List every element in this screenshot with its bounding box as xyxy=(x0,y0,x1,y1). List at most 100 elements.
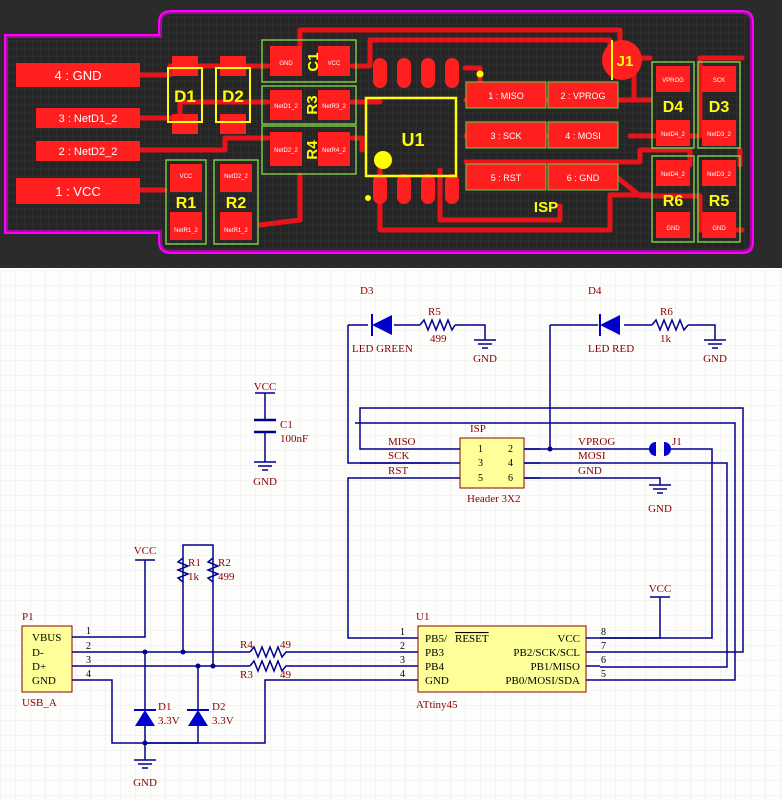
pcb-r2-label: R2 xyxy=(226,195,247,212)
schematic-d4: D4 LED RED xyxy=(588,285,634,355)
d2-ref: D2 xyxy=(212,701,225,713)
svg-text:2: 2 xyxy=(86,641,91,652)
isp-gnd-label: GND xyxy=(648,503,672,515)
isp-pad-3: 3 : SCK xyxy=(490,131,521,141)
net-miso: MISO xyxy=(388,436,416,448)
svg-text:4: 4 xyxy=(86,669,91,680)
svg-text:3: 3 xyxy=(86,655,91,666)
gnd-symbol-r5: GND xyxy=(473,339,497,365)
svg-text:PB2/SCK/SCL: PB2/SCK/SCL xyxy=(513,647,580,659)
svg-text:PB1/MISO: PB1/MISO xyxy=(530,661,580,673)
d4-ref: D4 xyxy=(588,285,602,297)
d2-value: 3.3V xyxy=(212,715,234,727)
pcb-u1: U1 xyxy=(364,58,459,204)
isp-ref: ISP xyxy=(470,423,486,435)
svg-text:NetD4_2: NetD4_2 xyxy=(661,132,685,138)
pcb-d4: VPROG NetD4_2 D4 xyxy=(651,61,695,149)
pcb-view: 4 : GND 3 : NetD1_2 2 : NetD2_2 1 : VCC … xyxy=(0,0,782,268)
svg-text:GND: GND xyxy=(425,675,449,687)
isp-pad-2: 2 : VPROG xyxy=(560,91,605,101)
isp-pad-5: 5 : RST xyxy=(491,173,522,183)
c1-vcc-label: VCC xyxy=(254,381,277,393)
svg-text:D+: D+ xyxy=(32,661,46,673)
svg-text:1: 1 xyxy=(400,627,405,638)
svg-text:VCC: VCC xyxy=(328,61,341,67)
pcb-d2: D2 xyxy=(215,56,251,134)
svg-text:6: 6 xyxy=(601,655,606,666)
edge-pad-netd1 xyxy=(36,108,140,128)
d1-ref: D1 xyxy=(158,701,171,713)
pcb-j1-label: J1 xyxy=(617,53,634,70)
pcb-c1: GND VCC C1 xyxy=(261,39,357,83)
svg-text:NetR1_2: NetR1_2 xyxy=(174,228,198,234)
svg-text:NetD2_2: NetD2_2 xyxy=(274,148,298,154)
schematic-r4: R4 49 xyxy=(240,639,292,660)
d4-name: LED RED xyxy=(588,343,634,355)
net-sck: SCK xyxy=(388,450,409,462)
net-rst: RST xyxy=(388,465,408,477)
pcb-d2-label: D2 xyxy=(222,87,244,106)
pcb-d3-label: D3 xyxy=(709,99,730,116)
edge-pad-vcc xyxy=(16,178,140,204)
schematic-junctions xyxy=(142,446,553,746)
svg-text:8: 8 xyxy=(601,627,606,638)
svg-text:NetD3_2: NetD3_2 xyxy=(707,132,731,138)
svg-text:NetD4_2: NetD4_2 xyxy=(661,172,685,178)
net-vprog: VPROG xyxy=(578,436,615,448)
svg-text:4: 4 xyxy=(508,458,513,469)
svg-text:6: 6 xyxy=(508,473,513,484)
isp-pad-1: 1 : MISO xyxy=(488,91,524,101)
svg-text:GND: GND xyxy=(32,675,56,687)
edge-pad-gnd xyxy=(16,63,140,87)
svg-text:3: 3 xyxy=(478,458,483,469)
r4-ref: R4 xyxy=(240,639,253,651)
schematic-r6: R6 1k xyxy=(651,306,689,345)
pcb-c1-label: C1 xyxy=(305,52,322,71)
svg-text:GND: GND xyxy=(703,353,727,365)
isp-type: Header 3X2 xyxy=(467,493,520,505)
edge-pad-vcc-label: 1 : VCC xyxy=(55,184,101,199)
svg-text:VBUS: VBUS xyxy=(32,632,61,644)
r2-value: 499 xyxy=(218,571,235,583)
r4-value: 49 xyxy=(280,639,292,651)
d3-ref: D3 xyxy=(360,285,374,297)
pcb-u1-label: U1 xyxy=(401,130,424,150)
r3-value: 49 xyxy=(280,669,292,681)
r3-ref: R3 xyxy=(240,669,253,681)
p1-type: USB_A xyxy=(22,697,57,709)
pcb-r4: NetD2_2 NetR4_2 R4 xyxy=(261,125,357,175)
schematic-d2: D2 3.3V xyxy=(187,701,234,727)
svg-text:PB4: PB4 xyxy=(425,661,444,673)
u1-ref: U1 xyxy=(416,611,429,623)
pcb-r4-label: R4 xyxy=(304,140,321,160)
svg-text:1: 1 xyxy=(86,626,91,637)
svg-text:3: 3 xyxy=(400,655,405,666)
isp-pad-4: 4 : MOSI xyxy=(565,131,601,141)
schematic-p1-usb: P1 USB_A VBUS D- D+ GND 1 2 3 4 xyxy=(21,611,91,709)
r6-ref: R6 xyxy=(660,306,673,318)
u1-type: ATtiny45 xyxy=(416,699,458,711)
pcb-r5-label: R5 xyxy=(709,193,730,210)
u1-reset-pin: RESET xyxy=(455,633,489,645)
gnd-symbol-zener: GND xyxy=(133,759,157,789)
pcb-d4-label: D4 xyxy=(663,99,684,116)
edge-pad-netd2 xyxy=(36,141,140,161)
schematic-r5: R5 499 xyxy=(419,306,456,345)
svg-text:NetR3_2: NetR3_2 xyxy=(322,104,346,110)
r1-value: 1k xyxy=(188,571,200,583)
svg-text:NetR4_2: NetR4_2 xyxy=(322,148,346,154)
schematic-d1: D1 3.3V xyxy=(134,701,180,727)
r1-ref: R1 xyxy=(188,557,201,569)
pcb-r1: VCC NetR1_2 R1 xyxy=(165,159,207,245)
svg-text:NetD2_2: NetD2_2 xyxy=(224,174,248,180)
edge-pad-gnd-label: 4 : GND xyxy=(55,68,102,83)
svg-text:7: 7 xyxy=(601,641,606,652)
schematic-c1: VCC C1 100nF GND xyxy=(253,381,308,488)
edge-pad-netd2-label: 2 : NetD2_2 xyxy=(59,146,118,158)
isp-pad-6: 6 : GND xyxy=(567,173,600,183)
svg-text:D-: D- xyxy=(32,647,44,659)
r5-value: 499 xyxy=(430,333,447,345)
svg-text:VCC: VCC xyxy=(649,583,672,595)
d1-value: 3.3V xyxy=(158,715,180,727)
